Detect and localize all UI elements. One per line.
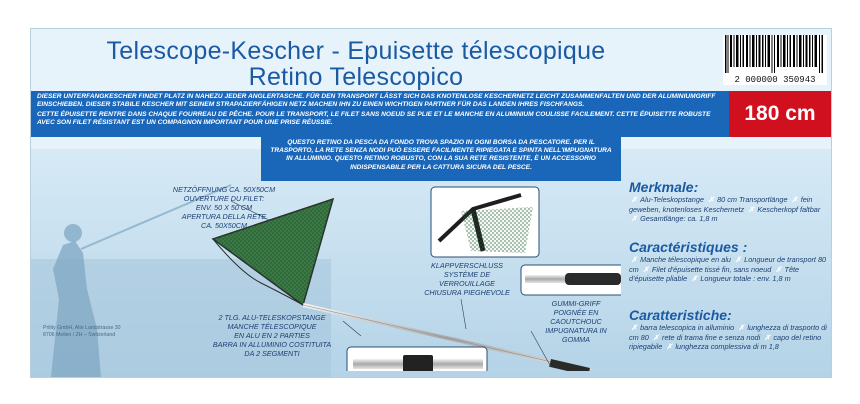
folding-lock-label-line: CHIUSURA PIEGHEVOLE (424, 288, 510, 297)
product-title-primary: Telescope-Kescher - Epuisette télescopiq… (106, 37, 606, 65)
features-italian-list: ✗barra telescopica in alluminio ✗lunghez… (629, 323, 829, 352)
net-opening-label-line: ENV. 50 X 50 CM (195, 203, 253, 212)
x-mark-icon: ✗ (775, 264, 782, 274)
description-band: DIESER UNTERFANGKESCHER FINDET PLATZ IN … (31, 91, 731, 137)
barcode-digits: 2 000000 350943 (734, 75, 816, 85)
x-mark-icon: ✗ (631, 214, 638, 223)
x-mark-icon: ✗ (642, 264, 649, 274)
barcode-icon (725, 35, 823, 73)
x-mark-icon: ✗ (748, 204, 755, 214)
features-french-heading: Caractéristiques : (629, 239, 748, 255)
x-mark-icon: ✗ (652, 332, 660, 342)
feature-item: ✗lunghezza complessiva di m 1,8 (664, 342, 779, 351)
x-mark-icon: ✗ (791, 195, 798, 204)
x-mark-icon: ✗ (738, 323, 745, 332)
alu-pole-label: 2 TLG. ALU-TELESKOPSTANGE MANCHE TÉLESCO… (197, 313, 347, 358)
description-italian-box: QUESTO RETINO DA PESCA DA FONDO TROVA SP… (261, 137, 621, 181)
features-italian: Caratteristiche: ✗barra telescopica in a… (629, 307, 829, 352)
folding-lock-label: KLAPPVERSCHLUSS SYSTÈME DE VERROUILLAGE … (407, 261, 527, 297)
address-line: Prility GmbH, Alte Landstrasse 30 (43, 325, 121, 331)
feature-text: Kescherkopf faltbar (757, 204, 821, 214)
feature-item: ✗capo del retino ripiegabile (629, 333, 821, 352)
product-title-italian: Retino Telescopico (248, 63, 464, 91)
x-mark-icon: ✗ (631, 195, 638, 204)
alu-pole-label-line: MANCHE TÉLESCOPIQUE (227, 322, 317, 331)
feature-item: ✗lunghezza di trasporto di cm 80 (629, 323, 827, 342)
features-german-list: ✗Alu-Teleskopstange ✗80 cm Transportläng… (629, 195, 829, 224)
feature-item: ✗Tête d'épuisette pliable (629, 265, 799, 284)
feature-text: 80 cm Transportlänge (717, 195, 788, 204)
feature-item: ✗Gesamtlänge: ca. 1,8 m (629, 214, 718, 223)
feature-text: Alu-Teleskopstange (640, 195, 704, 204)
description-italian: QUESTO RETINO DA PESCA DA FONDO TROVA SP… (270, 139, 612, 171)
feature-item: ✗fein geweben, knotenloses Keschernetz (629, 195, 812, 214)
feature-item: ✗barra telescopica in alluminio (629, 323, 734, 332)
feature-item: ✗Longueur totale : env. 1,8 m (689, 274, 790, 283)
landing-net-illustration (211, 186, 621, 371)
feature-text: barra telescopica in alluminio (640, 323, 735, 332)
rubber-grip-label-line: GOMMA (562, 335, 590, 344)
feature-text: Filet d'épuisette tissé fin, sans noeud (651, 264, 772, 274)
folding-lock-label-line: SYSTÈME DE (443, 270, 491, 279)
product-diagram: NETZÖFFNUNG CA. 50X50CM OUVERTURE DU FIL… (121, 181, 621, 371)
folding-lock-label-line: KLAPPVERSCHLUSS (431, 261, 503, 270)
feature-text: Manche télescopique en alu (640, 255, 731, 264)
x-mark-icon: ✗ (707, 195, 715, 204)
features-french-list: ✗Manche télescopique en alu ✗Longueur de… (629, 255, 829, 284)
feature-item: ✗Filet d'épuisette tissé fin, sans noeud (641, 265, 772, 274)
feature-item: ✗rete di trama fine e senza nodi (651, 333, 760, 342)
x-mark-icon: ✗ (764, 332, 771, 342)
alu-pole-label-line: DA 2 SEGMENTI (244, 349, 300, 358)
net-opening-label-line: NETZÖFFNUNG CA. 50X50CM (172, 185, 276, 194)
x-mark-icon: ✗ (631, 255, 638, 264)
x-mark-icon: ✗ (666, 342, 673, 351)
features-german-heading: Merkmale: (629, 179, 699, 195)
barcode: 2 000000 350943 (723, 35, 827, 85)
net-opening-label: NETZÖFFNUNG CA. 50X50CM OUVERTURE DU FIL… (149, 185, 299, 230)
x-mark-icon: ✗ (631, 323, 638, 332)
rubber-grip-label-line: CAOUTCHOUC (550, 317, 602, 326)
alu-pole-label-line: BARRA IN ALLUMINIO COSTITUITA (212, 340, 332, 349)
folding-lock-label-line: VERROUILLAGE (439, 279, 495, 288)
feature-item: ✗Manche télescopique en alu (629, 255, 731, 264)
feature-text: Longueur totale : env. 1,8 m (700, 274, 791, 283)
feature-text: rete di trama fine e senza nodi (662, 332, 761, 342)
description-french: CETTE ÉPUISETTE RENTRE DANS CHAQUE FOURR… (37, 111, 711, 126)
feature-text: Longueur de transport 80 cm (629, 255, 827, 274)
product-label-card: Telescope-Kescher - Epuisette télescopiq… (30, 28, 832, 378)
features-panel: Merkmale: ✗Alu-Teleskopstange ✗80 cm Tra… (621, 179, 831, 377)
feature-item: ✗80 cm Transportlänge (706, 195, 788, 204)
x-mark-icon: ✗ (735, 255, 742, 264)
x-mark-icon: ✗ (691, 274, 698, 283)
address-line: 8706 Meilen / ZH – Switzerland (43, 331, 116, 338)
feature-text: capo del retino ripiegabile (629, 332, 822, 352)
net-opening-label-line: OUVERTURE DU FILET: (183, 194, 265, 203)
feature-text: Tête d'épuisette pliable (629, 264, 800, 284)
rubber-grip-label-line: IMPUGNATURA IN (545, 326, 607, 335)
feature-item: ✗Longueur de transport 80 cm (629, 255, 826, 274)
size-badge: 180 cm (729, 91, 831, 137)
feature-text: lunghezza di trasporto di cm 80 (629, 323, 827, 342)
net-opening-label-line: APERTURA DELLA RETE (181, 212, 267, 221)
features-italian-heading: Caratteristiche: (629, 307, 732, 323)
alu-pole-label-line: EN ALU EN 2 PARTIES (234, 331, 310, 340)
feature-item: ✗Alu-Teleskopstange (629, 195, 704, 204)
features-german: Merkmale: ✗Alu-Teleskopstange ✗80 cm Tra… (629, 179, 829, 224)
rubber-grip-label-line: POIGNÉE EN (553, 308, 599, 317)
rubber-grip-label: GUMMI-GRIFF POIGNÉE EN CAOUTCHOUC IMPUGN… (531, 299, 621, 344)
feature-text: lunghezza complessiva di m 1,8 (675, 342, 779, 351)
feature-item: ✗Kescherkopf faltbar (746, 205, 820, 214)
alu-pole-label-line: 2 TLG. ALU-TELESKOPSTANGE (218, 313, 326, 322)
rubber-grip-label-line: GUMMI-GRIFF (551, 299, 601, 308)
feature-text: Gesamtlänge: ca. 1,8 m (640, 214, 718, 223)
features-french: Caractéristiques : ✗Manche télescopique … (629, 239, 829, 284)
manufacturer-address: Prility GmbH, Alte Landstrasse 30 8706 M… (43, 325, 121, 339)
description-german: DIESER UNTERFANGKESCHER FINDET PLATZ IN … (37, 93, 716, 108)
net-opening-label-line: CA. 50X50CM (201, 221, 247, 230)
feature-text: fein geweben, knotenloses Keschernetz (629, 195, 813, 214)
